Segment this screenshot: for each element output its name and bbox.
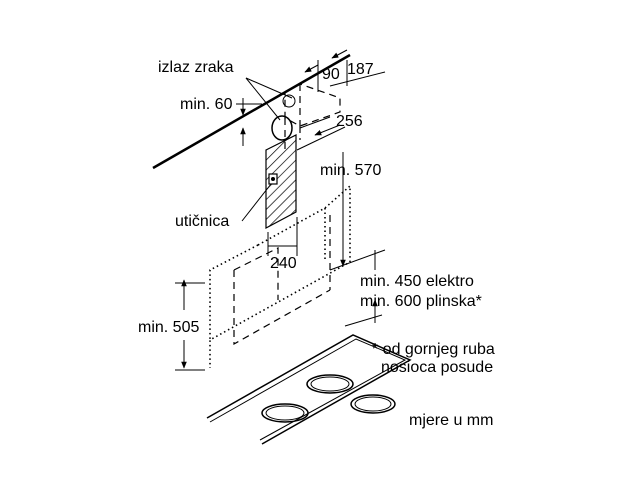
label-dim-240: 240 <box>270 255 297 272</box>
footnote-line2: nosioca posude <box>381 359 493 376</box>
socket-leader <box>241 183 272 222</box>
label-min-600: min. 600 plinska* <box>360 293 482 310</box>
ceiling-line <box>152 53 351 170</box>
label-air-outlet: izlaz zraka <box>158 59 234 76</box>
hood-dashed-body <box>233 215 331 346</box>
air-outlet-ellipse <box>271 115 293 141</box>
label-units: mjere u mm <box>409 412 493 429</box>
label-dim-90: 90 <box>322 66 340 83</box>
label-min-570: min. 570 <box>320 162 381 179</box>
burner-back-left <box>306 374 354 394</box>
dim-min-505 <box>175 279 205 371</box>
chimney-duct <box>265 83 341 229</box>
label-min-60: min. 60 <box>180 96 233 113</box>
label-min-450: min. 450 elektro <box>360 273 474 290</box>
dim-240 <box>267 217 298 256</box>
dim-min-570 <box>296 126 346 267</box>
burner-front-left <box>261 403 309 423</box>
dim-min-60 <box>236 98 262 146</box>
label-dim-256: 256 <box>336 113 363 130</box>
cooktop <box>206 334 412 445</box>
footnote-line1: * od gornjeg ruba <box>372 341 495 358</box>
hood-dotted-outline <box>209 184 351 368</box>
dim-min-450 <box>329 249 386 327</box>
label-dim-187: 187 <box>347 61 374 78</box>
label-min-505: min. 505 <box>138 319 199 336</box>
burner-front-right <box>350 394 396 414</box>
label-socket: utičnica <box>175 213 229 230</box>
dim-90-187 <box>304 49 386 92</box>
air-outlet-leaders <box>245 77 293 121</box>
dim-256 <box>299 116 341 136</box>
